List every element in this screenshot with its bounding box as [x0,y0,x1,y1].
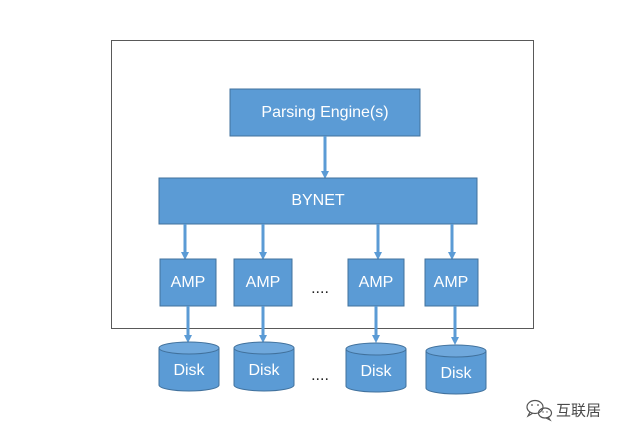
disk-cylinder-top [345,342,407,356]
disk-node: Disk [233,341,295,392]
disk-label: Disk [173,362,205,379]
disk-cylinder-top [425,344,487,358]
watermark-label: 互联居 [556,402,601,420]
disk-cylinder-body [158,348,220,392]
parsing-engine-node: Parsing Engine(s) [229,88,421,137]
disk-ellipsis: .... [311,367,329,384]
amp-box [347,258,405,307]
amp-box [159,258,217,307]
disk-label: Disk [360,363,392,380]
disk-label: Disk [440,365,472,382]
parsing-engine-label: Parsing Engine(s) [261,104,388,121]
disk-cylinder-body [233,348,295,392]
wechat-logo-icon [526,399,553,422]
disk-cylinder-top [233,341,295,355]
disk-node: Disk [158,341,220,392]
disk-cylinder-body [345,349,407,393]
disk-label: Disk [248,362,280,379]
amp-box [424,258,479,307]
amp-label: AMP [359,274,394,291]
bynet-node: BYNET [158,177,478,225]
amp-node: AMP [424,258,479,307]
amp-node: AMP [159,258,217,307]
bynet-label: BYNET [291,192,345,209]
amp-box [233,258,293,307]
disk-node: Disk [345,342,407,393]
amp-label: AMP [171,274,206,291]
system-boundary-frame [111,40,534,329]
disk-cylinder-top [158,341,220,355]
amp-node: AMP [233,258,293,307]
bynet-bar [158,177,478,225]
amp-label: AMP [434,274,469,291]
watermark: 互联居 [526,399,601,422]
amp-label: AMP [246,274,281,291]
amp-node: AMP [347,258,405,307]
disk-cylinder-body [425,351,487,395]
disk-node: Disk [425,344,487,395]
amp-ellipsis: .... [311,280,329,297]
